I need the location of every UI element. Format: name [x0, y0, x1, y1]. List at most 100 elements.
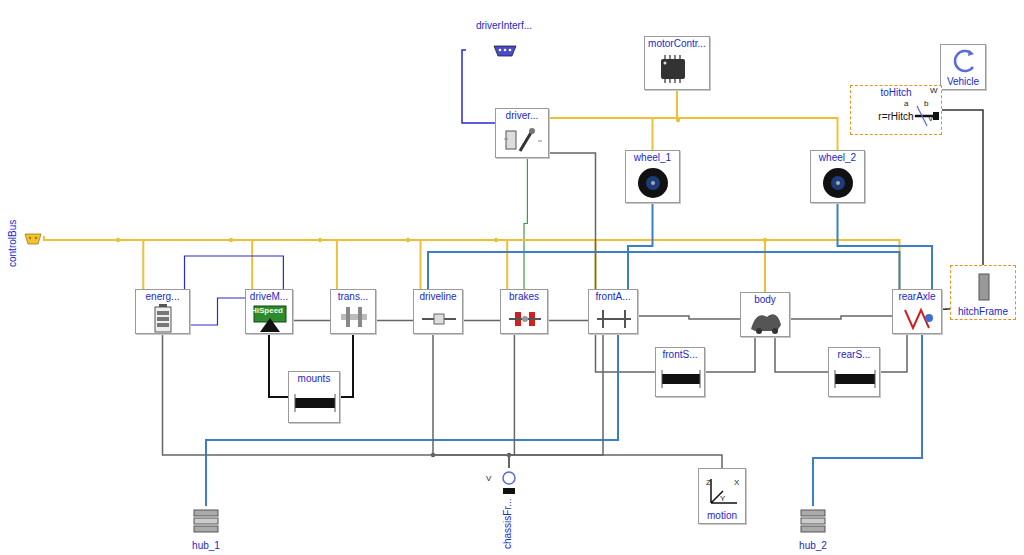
- connection-line: [340, 334, 353, 397]
- connection-line: [44, 236, 252, 289]
- connection-line: [463, 320, 500, 322]
- frame-translation: toHitchr=rHitch: [850, 85, 942, 135]
- connection-line: [428, 252, 900, 289]
- energy-block: energ...: [135, 289, 190, 334]
- instance-name: mounts: [297, 373, 332, 385]
- instance-name: wheel_1: [633, 152, 672, 164]
- instance-name: frontA...: [594, 291, 631, 303]
- block-icon: [947, 47, 981, 75]
- junction-dots: [116, 118, 767, 457]
- axis-letter: Z: [706, 478, 711, 487]
- suspension-block: rearS...: [828, 347, 880, 397]
- instance-name: hub_1: [191, 540, 221, 552]
- brakes-block: brakes: [500, 289, 548, 334]
- hub-flange: hub_2: [795, 506, 831, 552]
- block-icon: [977, 272, 991, 302]
- bus-connector: driverInterf...: [466, 20, 542, 60]
- instance-name: body: [753, 294, 777, 306]
- connection-line: [44, 236, 143, 289]
- block-icon: [146, 304, 180, 334]
- instance-name: driverInterf...: [475, 20, 533, 32]
- block-icon: [653, 53, 691, 87]
- connection-line: [190, 298, 245, 325]
- connection-line: [206, 334, 618, 506]
- axis-letter: b: [924, 99, 928, 108]
- connection-line: [628, 203, 653, 289]
- controller-block: motorContr...: [644, 36, 710, 90]
- connection-line: [942, 308, 950, 310]
- transmission-block: trans...: [330, 289, 376, 334]
- connection-line: [638, 316, 740, 319]
- suspension-block: frontS...: [655, 347, 705, 397]
- connection-line: [163, 334, 510, 468]
- instance-name: driver...: [505, 110, 540, 122]
- connection-line: [44, 236, 596, 289]
- connection-line: [549, 118, 653, 150]
- instance-name: hub_2: [798, 540, 828, 552]
- block-icon: [660, 364, 702, 394]
- instance-name: hitchFrame: [957, 306, 1009, 318]
- instance-name: rearAxle: [897, 291, 936, 303]
- connection-line: [880, 334, 907, 372]
- block-icon: [747, 307, 785, 337]
- connection-line: [509, 334, 514, 468]
- connection-line: [44, 236, 337, 289]
- block-icon: [191, 506, 221, 538]
- block-icon: [337, 304, 371, 334]
- instance-name: motion: [706, 510, 738, 522]
- instance-name: chassisFr...: [502, 497, 514, 550]
- connection-line: [549, 90, 677, 118]
- instance-name: motorContr...: [647, 38, 707, 50]
- axis-letter: X: [734, 478, 739, 487]
- instance-name: rearS...: [837, 349, 872, 361]
- axis-letter: Y: [720, 494, 725, 503]
- block-icon: [420, 304, 458, 334]
- block-icon: [636, 165, 670, 201]
- bus-connector: controlBus: [4, 200, 44, 272]
- icon-caption: HiSpeed: [251, 306, 283, 315]
- connection-line: [524, 158, 527, 289]
- mounts-block: mounts: [288, 371, 340, 423]
- connection-line: [549, 153, 596, 289]
- block-icon: [833, 364, 877, 394]
- connection-line: [44, 236, 421, 289]
- connection-line: [376, 320, 413, 322]
- connection-line: [790, 316, 892, 319]
- instance-name: driveM...: [249, 291, 289, 303]
- wheel-block: wheel_2: [810, 150, 865, 203]
- frame-icon: chassisFr...: [498, 468, 520, 553]
- instance-name: Vehicle: [946, 76, 980, 88]
- connection-line: [549, 118, 838, 150]
- hub-flange: hub_1: [188, 506, 224, 552]
- axis-letter: W: [930, 86, 938, 95]
- connection-line: [838, 203, 933, 289]
- frame-connector: hitchFrame: [950, 265, 1016, 320]
- block-icon: [507, 304, 543, 334]
- axle-block: rearAxle: [892, 289, 942, 334]
- instance-name: controlBus: [7, 219, 19, 268]
- axis-letter: V: [928, 114, 933, 123]
- connection-line: [293, 320, 330, 322]
- connection-line: [462, 50, 495, 123]
- vehicle-icon: Vehicle: [940, 44, 986, 90]
- connection-line: [44, 236, 900, 289]
- connection-line: [813, 334, 922, 506]
- block-icon: [899, 304, 937, 334]
- block-icon: [293, 388, 337, 418]
- connection-line: [548, 320, 588, 322]
- instance-name: frontS...: [661, 349, 698, 361]
- instance-name: toHitch: [879, 87, 912, 99]
- connection-line: [185, 256, 284, 289]
- connection-line: [44, 236, 765, 292]
- axis-letter: V: [486, 474, 491, 483]
- block-icon: [821, 165, 855, 201]
- connection-line: [509, 455, 722, 468]
- instance-name: driveline: [418, 291, 457, 303]
- axle-block: frontA...: [588, 289, 638, 334]
- block-icon: [502, 125, 542, 155]
- block-icon: [500, 470, 518, 500]
- instance-name: wheel_2: [818, 152, 857, 164]
- driver-block: driver...: [495, 108, 549, 158]
- connection-line: [269, 334, 288, 397]
